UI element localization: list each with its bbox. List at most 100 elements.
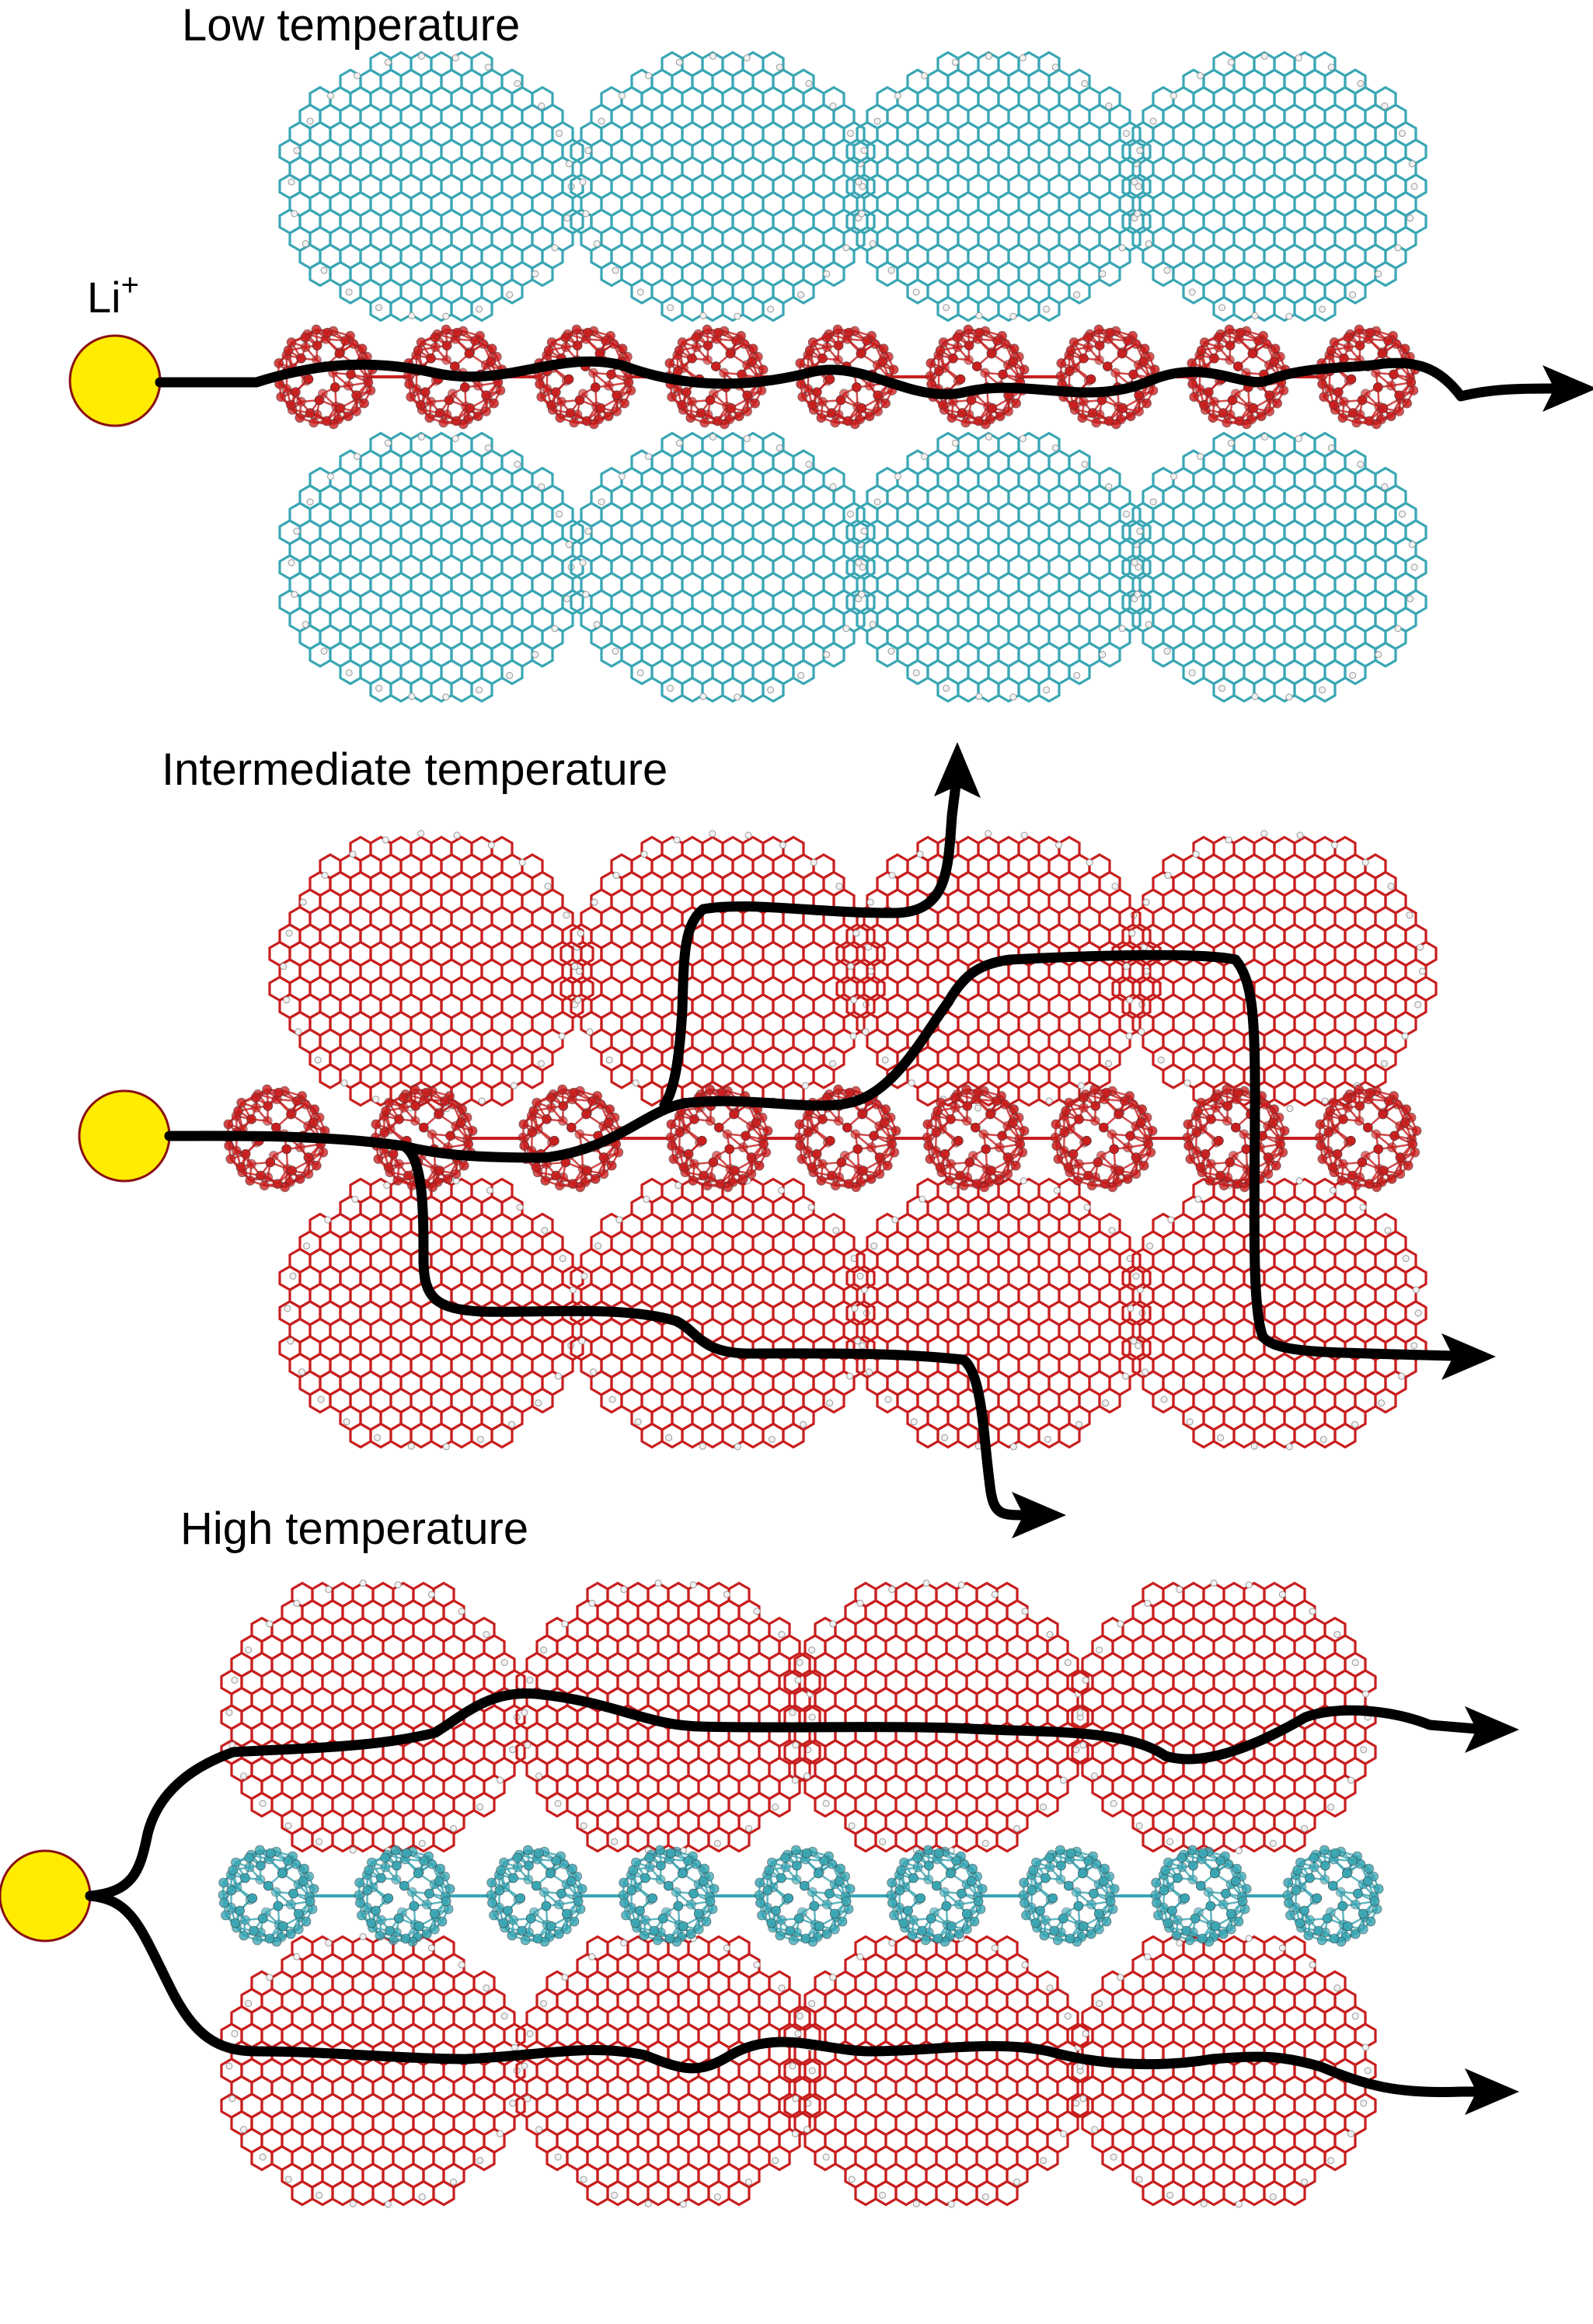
carbon-atom: [796, 378, 806, 389]
carbon-atom: [1339, 396, 1349, 407]
carbon-atom: [311, 324, 322, 335]
carbon-ring: [349, 1422, 372, 1449]
hydrogen-atom: [384, 439, 392, 447]
carbon-atom: [835, 395, 846, 406]
carbon-atom: [955, 374, 966, 385]
carbon-ring: [876, 260, 899, 287]
carbon-atom: [938, 399, 948, 410]
hydrogen-atom: [847, 510, 855, 518]
hydrogen-atom: [805, 461, 813, 469]
hydrogen-atom: [829, 483, 837, 491]
hydrogen-atom: [709, 52, 716, 60]
carbon-atom: [830, 417, 841, 428]
hydrogen-atom: [1043, 686, 1051, 694]
carbon-atom: [561, 342, 571, 353]
carbon-atom: [1364, 416, 1375, 427]
hydrogen-atom: [823, 650, 831, 658]
carbon-atom: [1357, 395, 1368, 406]
carbon-atom: [1196, 345, 1207, 356]
hydrogen-atom: [1197, 71, 1204, 79]
hydrogen-atom: [1260, 830, 1268, 838]
hydrogen-atom: [451, 54, 459, 61]
hydrogen-atom: [869, 621, 877, 629]
carbon-atom: [1389, 369, 1399, 380]
carbon-atom: [888, 364, 899, 375]
carbon-atom: [601, 336, 611, 346]
carbon-atom: [416, 399, 426, 410]
carbon-ring: [792, 278, 815, 305]
hydrogen-atom: [558, 1032, 566, 1040]
carbon-atom: [1319, 392, 1329, 402]
hydrogen-atom: [1138, 1028, 1145, 1036]
hydrogen-atom: [532, 650, 539, 658]
fullerene-molecule: [1316, 324, 1420, 430]
hydrogen-atom: [1157, 1056, 1165, 1064]
hydrogen-atom: [1128, 929, 1136, 937]
carbon-atom: [1402, 398, 1412, 409]
hydrogen-atom: [921, 71, 929, 79]
fullerene-molecule: [533, 324, 638, 430]
hydrogen-atom: [324, 1216, 332, 1224]
panel-low-temperature: Low temperature Li+: [68, 0, 1593, 703]
carbon-atom: [926, 378, 936, 389]
hydrogen-atom: [1260, 433, 1268, 441]
carbon-atom: [606, 369, 616, 380]
carbon-atom: [964, 354, 974, 365]
carbon-ring: [741, 676, 765, 703]
hydrogen-atom: [285, 929, 293, 937]
carbon-atom: [604, 381, 614, 391]
carbon-atom: [957, 408, 967, 418]
carbon-atom: [880, 398, 891, 409]
hydrogen-atom: [1394, 625, 1402, 632]
hydrogen-atom: [584, 147, 592, 155]
hydrogen-atom: [858, 591, 866, 598]
carbon-atom: [571, 324, 582, 335]
hydrogen-atom: [921, 452, 929, 460]
carbon-atom: [296, 353, 306, 364]
hydrogen-atom: [372, 1096, 380, 1103]
carbon-ring: [308, 641, 332, 668]
hydrogen-atom: [632, 1079, 640, 1087]
hydrogen-atom: [1387, 883, 1395, 890]
hydrogen-atom: [829, 103, 837, 110]
hydrogen-atom: [544, 883, 552, 890]
carbon-atom: [312, 340, 322, 351]
hydrogen-atom: [303, 1242, 311, 1250]
carbon-atom: [1394, 390, 1404, 401]
carbon-atom: [291, 387, 301, 397]
hydrogen-atom: [476, 305, 483, 313]
graphene-sheet: [570, 431, 876, 703]
carbon-ring: [490, 1080, 514, 1107]
carbon-ring: [957, 676, 980, 703]
carbon-atom: [987, 402, 998, 413]
carbon-atom: [1134, 390, 1144, 401]
hydrogen-atom: [321, 872, 329, 880]
carbon-atom: [1123, 336, 1133, 346]
hydrogen-atom: [797, 291, 805, 298]
carbon-atom: [953, 342, 963, 353]
hydrogen-atom: [541, 1227, 549, 1235]
hydrogen-atom: [618, 92, 626, 99]
hydrogen-atom: [743, 434, 751, 442]
hydrogen-atom: [842, 244, 850, 252]
hydrogen-atom: [506, 291, 514, 298]
hydrogen-atom: [1227, 439, 1235, 447]
hydrogen-atom: [943, 685, 950, 692]
carbon-atom: [276, 392, 286, 402]
hydrogen-atom: [556, 510, 563, 518]
hydrogen-atom: [1399, 510, 1407, 518]
carbon-atom: [334, 348, 345, 359]
carbon-atom: [283, 345, 294, 356]
graphene-sheets-top-row: [278, 51, 1427, 322]
hydrogen-atom: [801, 1082, 809, 1089]
hydrogen-atom: [579, 559, 587, 566]
carbon-atom: [274, 358, 284, 368]
hydrogen-atom: [842, 625, 850, 632]
carbon-atom: [873, 406, 883, 416]
hydrogen-atom: [484, 63, 492, 71]
hydrogen-atom: [1104, 1060, 1112, 1068]
hydrogen-atom: [645, 452, 653, 460]
carbon-atom: [1264, 390, 1274, 401]
hydrogen-atom: [912, 288, 920, 296]
graphene-sheet: [559, 830, 886, 1113]
